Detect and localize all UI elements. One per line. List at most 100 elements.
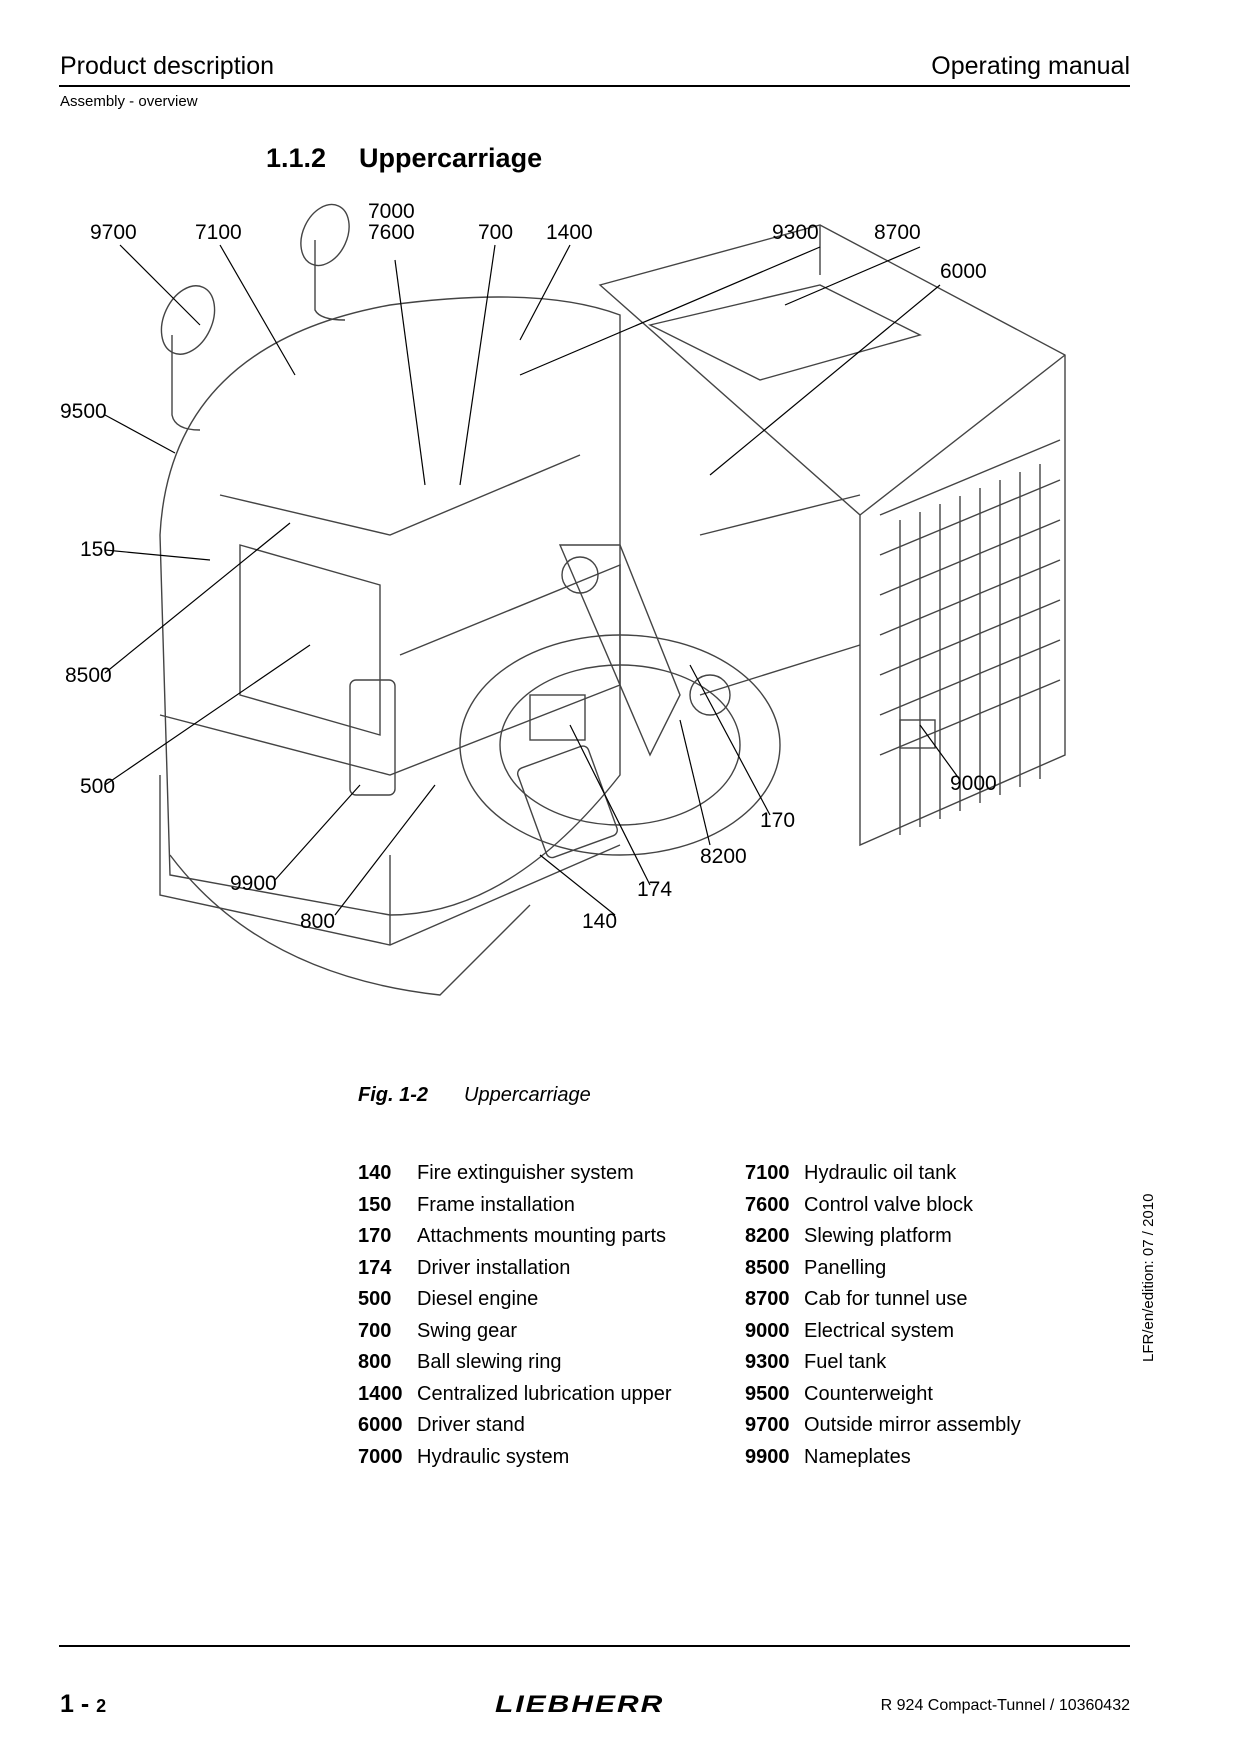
callout-800: 800 bbox=[300, 910, 335, 933]
uppercarriage-drawing: 9700 7100 7000 7600 700 1400 9300 8700 6… bbox=[60, 200, 1066, 996]
page-number-minor: 2 bbox=[96, 1696, 107, 1716]
caption-text: Uppercarriage bbox=[464, 1084, 591, 1106]
legend-code: 1400 bbox=[358, 1382, 403, 1405]
legend-code: 8500 bbox=[745, 1256, 790, 1279]
callout-9000: 9000 bbox=[950, 772, 997, 795]
legend-label: Panelling bbox=[804, 1256, 887, 1279]
legend-label: Fuel tank bbox=[804, 1351, 887, 1373]
legend-row: 7000 Hydraulic system bbox=[358, 1442, 672, 1474]
legend-row: 800 Ball slewing ring bbox=[358, 1347, 672, 1379]
callout-6000: 6000 bbox=[940, 260, 987, 283]
callout-174: 174 bbox=[637, 878, 672, 901]
callout-9500: 9500 bbox=[60, 400, 107, 423]
machine-outline bbox=[159, 203, 1066, 996]
legend-code: 9500 bbox=[745, 1382, 790, 1405]
document-reference: R 924 Compact-Tunnel / 10360432 bbox=[880, 1697, 1130, 1714]
legend-code: 9700 bbox=[745, 1414, 790, 1436]
callout-9900: 9900 bbox=[230, 872, 277, 895]
legend-label: Frame installation bbox=[417, 1193, 575, 1216]
callout-7600: 7600 bbox=[368, 221, 415, 244]
callout-7000: 7000 bbox=[368, 200, 415, 223]
legend-row: 7100 Hydraulic oil tank bbox=[745, 1158, 1021, 1190]
footer-divider bbox=[59, 1645, 1130, 1647]
legend-code: 140 bbox=[358, 1162, 392, 1184]
callout-700: 700 bbox=[478, 221, 513, 244]
legend-label: Attachments mounting parts bbox=[417, 1225, 667, 1247]
caption-number: Fig. 1-2 bbox=[358, 1084, 429, 1106]
uppercarriage-figure: 9700 7100 7000 7600 700 1400 9300 8700 6… bbox=[60, 200, 1135, 1065]
legend-row: 8200 Slewing platform bbox=[745, 1221, 1021, 1253]
page-number: 1 - 2 bbox=[60, 1690, 106, 1719]
legend-code: 6000 bbox=[358, 1414, 403, 1436]
legend-row: 150 Frame installation bbox=[358, 1190, 672, 1222]
callout-9300: 9300 bbox=[772, 221, 819, 244]
legend-label: Nameplates bbox=[804, 1445, 911, 1468]
callout-1400: 1400 bbox=[546, 221, 593, 244]
legend-label: Counterweight bbox=[804, 1382, 933, 1405]
leader-lines bbox=[104, 244, 961, 916]
header-left-title: Product description bbox=[60, 52, 275, 80]
callout-8200: 8200 bbox=[700, 845, 747, 868]
legend-label: Swing gear bbox=[417, 1319, 518, 1342]
legend-code: 150 bbox=[358, 1193, 392, 1216]
callout-500: 500 bbox=[80, 775, 115, 798]
callout-8700: 8700 bbox=[874, 221, 921, 244]
figure-caption: Fig. 1-2 Uppercarriage bbox=[358, 1084, 591, 1107]
callout-labels: 9700 7100 7000 7600 700 1400 9300 8700 6… bbox=[60, 200, 997, 933]
legend-row: 170 Attachments mounting parts bbox=[358, 1221, 672, 1253]
legend-code: 9000 bbox=[745, 1319, 790, 1342]
section-number: 1.1.2 bbox=[266, 143, 327, 173]
legend-row: 500 Diesel engine bbox=[358, 1284, 672, 1316]
legend-label: Fire extinguisher system bbox=[417, 1162, 634, 1184]
section-heading: 1.1.2 Uppercarriage bbox=[266, 143, 542, 174]
legend-label: Outside mirror assembly bbox=[804, 1414, 1021, 1436]
legend-row: 9900 Nameplates bbox=[745, 1442, 1021, 1474]
header-divider bbox=[59, 85, 1130, 87]
legend-code: 170 bbox=[358, 1225, 392, 1247]
legend-label: Control valve block bbox=[804, 1193, 973, 1216]
legend-row: 9000 Electrical system bbox=[745, 1316, 1021, 1348]
header-right-title: Operating manual bbox=[931, 52, 1130, 80]
liebherr-logo: LIEBHERR bbox=[495, 1691, 665, 1718]
legend-code: 7000 bbox=[358, 1445, 403, 1468]
callout-9700: 9700 bbox=[90, 221, 137, 244]
legend-label: Slewing platform bbox=[804, 1225, 952, 1247]
legend-row: 9300 Fuel tank bbox=[745, 1347, 1021, 1379]
callout-7100: 7100 bbox=[195, 221, 242, 244]
callout-8500: 8500 bbox=[65, 664, 112, 687]
legend-row: 9500 Counterweight bbox=[745, 1379, 1021, 1411]
legend-label: Hydraulic oil tank bbox=[804, 1162, 957, 1184]
legend-label: Hydraulic system bbox=[417, 1445, 570, 1468]
legend-row: 1400 Centralized lubrication upper bbox=[358, 1379, 672, 1411]
legend-code: 8200 bbox=[745, 1225, 790, 1247]
legend-row: 700 Swing gear bbox=[358, 1316, 672, 1348]
edition-note: LFR/en/edition: 07 / 2010 bbox=[1140, 1193, 1157, 1362]
legend-label: Electrical system bbox=[804, 1319, 955, 1342]
legend-code: 7600 bbox=[745, 1193, 790, 1216]
legend-label: Driver stand bbox=[417, 1414, 525, 1436]
legend-label: Cab for tunnel use bbox=[804, 1288, 968, 1310]
legend-code: 7100 bbox=[745, 1162, 790, 1184]
callout-140: 140 bbox=[582, 910, 617, 933]
legend-right-column: 7100 Hydraulic oil tank 7600 Control valve… bbox=[745, 1158, 1021, 1473]
legend-left-column: 140 Fire extinguisher system 150 Frame ins… bbox=[358, 1158, 672, 1473]
legend-label: Ball slewing ring bbox=[417, 1351, 562, 1373]
legend-code: 500 bbox=[358, 1288, 392, 1310]
legend-label: Centralized lubrication upper bbox=[417, 1382, 672, 1405]
page-number-major: 1 - bbox=[60, 1690, 90, 1718]
legend-code: 700 bbox=[358, 1319, 392, 1342]
legend-code: 9900 bbox=[745, 1445, 790, 1468]
legend-code: 800 bbox=[358, 1351, 392, 1373]
legend-label: Diesel engine bbox=[417, 1288, 539, 1310]
callout-170: 170 bbox=[760, 809, 795, 832]
legend-label: Driver installation bbox=[417, 1256, 571, 1279]
legend-row: 8500 Panelling bbox=[745, 1253, 1021, 1285]
legend-row: 6000 Driver stand bbox=[358, 1410, 672, 1442]
legend-code: 9300 bbox=[745, 1351, 790, 1373]
legend-row: 140 Fire extinguisher system bbox=[358, 1158, 672, 1190]
header-subtitle: Assembly - overview bbox=[60, 93, 198, 110]
section-title: Uppercarriage bbox=[359, 143, 543, 173]
legend-row: 7600 Control valve block bbox=[745, 1190, 1021, 1222]
